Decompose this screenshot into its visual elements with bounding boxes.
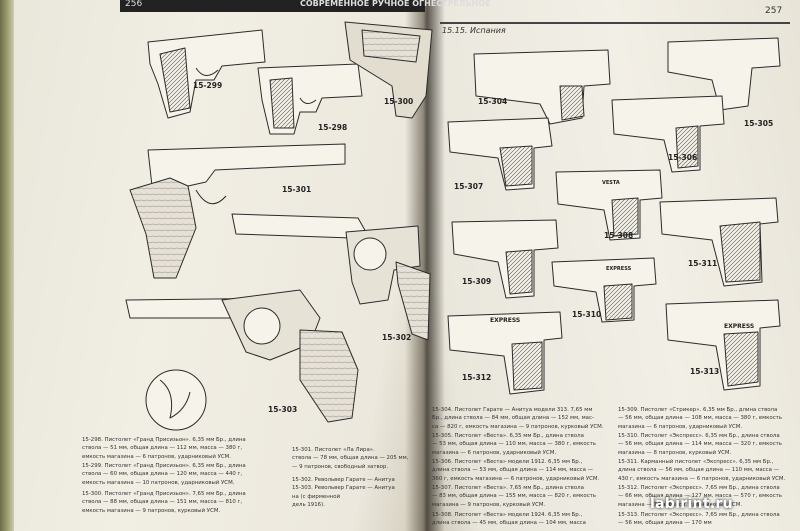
caption-15-307: 15-307. Пистолет «Веста». 7,65 мм Бр., д… [432,485,596,508]
caption-15-309: 15-309. Пистолет «Стрикер». 6,35 мм Бр.,… [618,407,782,430]
express-engraving-15-310: EXPRESS [606,266,632,272]
caption-15-305: 15-305. Пистолет «Веста». 6,35 мм Бр., д… [432,433,596,456]
pistol-15-301 [129,143,346,279]
fig-label-15-306: 15-306 [668,153,697,162]
figure-labels: 15-299 15-298 15-300 15-301 15-302 15-30… [193,81,773,414]
pistol-15-305 [667,37,781,111]
pistol-15-311 [659,197,779,287]
grip-detail-circle [145,369,207,431]
caption-15-308: 15-308. Пистолет «Веста» модели 1924. 6,… [432,512,586,527]
caption-15-310: 15-310. Пистолет «Экспресс». 6,35 мм Бр.… [618,433,782,456]
caption-15-313: 15-313. Пистолет «Экспресс». 7,65 мм Бр.… [618,512,780,527]
left-page-number: 256 [125,0,143,9]
right-header-rule [440,22,790,24]
pistol-15-310 [551,257,657,323]
pistol-15-309 [451,219,559,299]
fig-label-15-302: 15-302 [382,333,411,342]
revolver-15-302 [231,213,431,341]
pistol-15-308 [555,169,663,241]
pistol-15-304 [473,49,611,125]
fig-label-15-308: 15-308 [604,231,633,240]
fig-label-15-305: 15-305 [744,119,773,128]
fig-label-15-298: 15-298 [318,123,347,132]
fig-label-15-307: 15-307 [454,182,483,191]
right-page-number: 257 [765,6,783,16]
left-header-bar [120,0,425,12]
express-engraving-15-312: EXPRESS [490,317,520,324]
express-engraving-15-313: EXPRESS [724,323,754,330]
caption-15-304: 15-304. Пистолет Гарате — Анитуа модели … [432,407,604,430]
pistol-15-299 [147,29,266,119]
caption-15-298: 15-298. Пистолет «Гранд Присизьон». 6,35… [82,437,246,460]
fig-label-15-313: 15-313 [690,367,719,376]
fig-label-15-303: 15-303 [268,405,297,414]
caption-15-311: 15-311. Карманный пистолет «Экспресс». 6… [618,459,786,482]
pistol-15-312 [447,311,563,395]
vesta-engraving-15-308: VESTA [602,180,620,186]
pistol-15-300 [344,21,433,119]
pistol-15-313 [665,299,781,391]
fig-label-15-301: 15-301 [282,185,311,194]
caption-15-302-303: 15-302. Револьвер Гарате — Анитуа 15-303… [292,477,395,509]
pistol-15-307 [447,117,553,191]
pistol-15-298 [257,63,363,135]
caption-15-312: 15-312. Пистолет «Экспресс». 7,65 мм Бр.… [618,485,782,508]
fig-label-15-309: 15-309 [462,277,491,286]
watermark-logo: labirint.ru [650,496,733,512]
revolver-15-303 [125,289,359,423]
right-running-head: 15.15. Испания [442,26,506,35]
fig-label-15-304: 15-304 [478,97,507,106]
book-page-edge [0,0,14,531]
pistol-15-306 [611,95,725,173]
caption-15-299: 15-299. Пистолет «Гранд Присизьон». 6,35… [82,463,246,486]
caption-15-301: 15-301. Пистолет «Ла Лира». ствола — 78 … [292,447,409,470]
fig-label-15-312: 15-312 [462,373,491,382]
caption-15-300: 15-300. Пистолет «Гранд Присизьон». 7,65… [82,491,246,514]
fig-label-15-310: 15-310 [572,310,601,319]
fig-label-15-299: 15-299 [193,81,222,90]
fig-label-15-311: 15-311 [688,259,717,268]
left-running-head: СОВРЕМЕННОЕ РУЧНОЕ ОГНЕСТРЕЛЬНОЕ [300,0,491,8]
engravings: EXPRESS EXPRESS EXPRESS VESTA [490,180,754,330]
fig-label-15-300: 15-300 [384,97,413,106]
caption-15-306: 15-306. Пистолет «Веста» модели 1912. 6,… [432,459,600,482]
